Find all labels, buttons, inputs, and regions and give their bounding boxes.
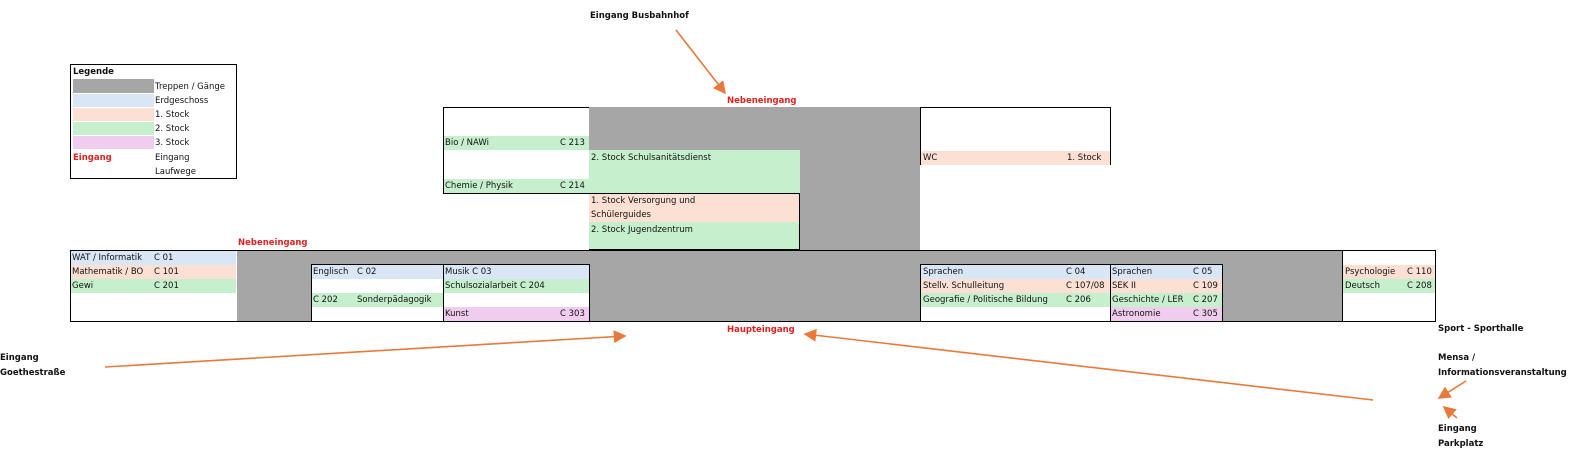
arrow-parkplatz-entrance	[1442, 405, 1458, 420]
arrow-parkplatz-main	[803, 328, 1374, 401]
room-geografie: Geografie / Politische Bildung C 206	[921, 293, 1110, 307]
legend-swatch-stock3	[73, 136, 154, 149]
arrow-goethe	[104, 330, 627, 368]
room-sonderpaedagogik: C 202 Sonderpädagogik	[312, 293, 443, 307]
mensa-label-line2: Informationsveranstaltung	[1438, 368, 1567, 378]
room-deutsch: Deutsch C 208	[1343, 279, 1435, 293]
legend: Legende Treppen / Gänge Erdgeschoss 1. S…	[70, 64, 237, 179]
legend-swatch-corridor	[73, 79, 154, 93]
room-stellv-schulleitung: Stellv. Schulleitung C 107/08	[921, 279, 1110, 293]
legend-swatch-erdgeschoss	[73, 94, 154, 107]
legend-label-eingang: Eingang	[155, 153, 190, 163]
room-psychologie: Psychologie C 110	[1343, 265, 1435, 279]
entrance-parkplatz-label-line2: Parkplatz	[1438, 439, 1484, 449]
room-gewi: Gewi C 201	[71, 279, 236, 293]
nebeneingang-left-label: Nebeneingang	[238, 238, 308, 248]
room-geschichte: Geschichte / LER C 207	[1111, 293, 1222, 307]
corridor-center	[589, 251, 920, 321]
legend-label-stock1: 1. Stock	[155, 110, 190, 120]
room-sprachen-c04: Sprachen C 04	[921, 265, 1110, 279]
legend-label-erdgeschoss: Erdgeschoss	[155, 96, 209, 106]
legend-label-laufwege: Laufwege	[155, 167, 196, 177]
legend-swatch-stock1	[73, 108, 154, 121]
nebeneingang-top-label: Nebeneingang	[727, 96, 797, 106]
sport-label: Sport - Sporthalle	[1438, 324, 1524, 334]
room-sanitaetsdienst: 2. Stock Schulsanitätsdienst	[589, 150, 800, 193]
room-wc: WC 1. Stock	[921, 151, 1110, 165]
corridor-left	[237, 251, 311, 321]
room-versorgung: 1. Stock Versorgung und Schülerguides	[589, 193, 800, 222]
legend-title: Legende	[73, 67, 114, 77]
room-kunst: Kunst C 303	[444, 307, 589, 321]
room-block-border	[589, 193, 800, 250]
haupteingang-label: Haupteingang	[727, 325, 795, 335]
room-musik: Musik C 03	[444, 265, 589, 279]
corridor-right	[1222, 251, 1343, 321]
mensa-label-line1: Mensa /	[1438, 353, 1476, 363]
legend-swatch-stock2	[73, 122, 154, 135]
arrow-mensa	[1437, 380, 1467, 399]
entrance-busbahnhof-label: Eingang Busbahnhof	[590, 11, 689, 21]
room-bio: Bio / NAWi C 213	[444, 136, 589, 150]
room-mathe: Mathematik / BO C 101	[71, 265, 236, 279]
room-chemie: Chemie / Physik C 214	[444, 179, 589, 193]
room-astronomie: Astronomie C 305	[1111, 307, 1222, 321]
room-jugendzentrum: 2. Stock Jugendzentrum	[589, 222, 800, 250]
legend-swatch-eingang: Eingang	[73, 153, 112, 163]
room-schulsozialarbeit: Schulsozialarbeit C 204	[444, 279, 589, 293]
room-sek-ii: SEK II C 109	[1111, 279, 1222, 293]
legend-label-corridor: Treppen / Gänge	[155, 82, 225, 92]
legend-label-stock2: 2. Stock	[155, 124, 190, 134]
entrance-parkplatz-label-line1: Eingang	[1438, 424, 1477, 434]
legend-label-stock3: 3. Stock	[155, 138, 190, 148]
entrance-goethe-label-line1: Eingang	[0, 353, 39, 363]
room-englisch: Englisch C 02	[312, 265, 443, 279]
room-sprachen-c05: Sprachen C 05	[1111, 265, 1222, 279]
room-wat: WAT / Informatik C 01	[71, 251, 236, 265]
arrow-busbahnhof	[675, 29, 726, 95]
entrance-goethe-label-line2: Goethestraße	[0, 368, 66, 378]
